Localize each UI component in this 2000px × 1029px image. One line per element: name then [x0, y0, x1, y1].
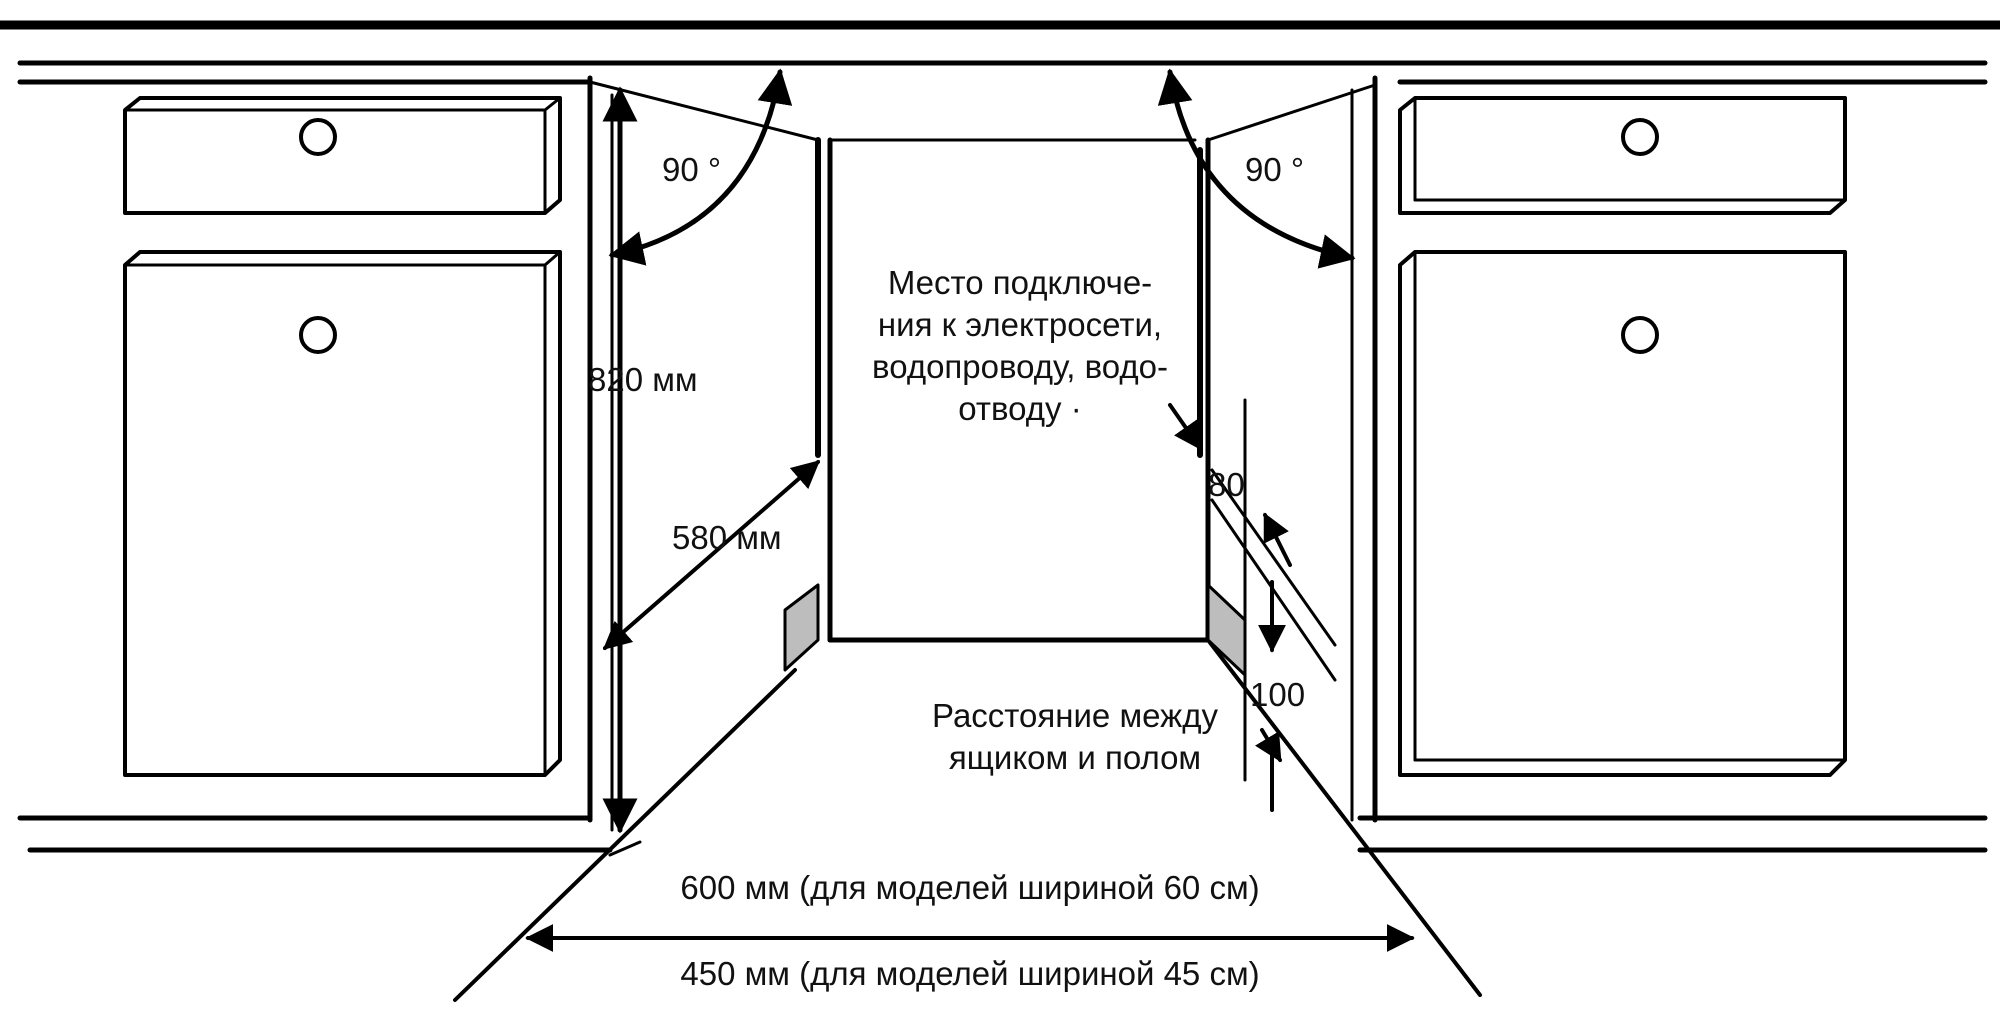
right-drawer-knob: [1621, 118, 1659, 156]
left-angle-arc: [608, 68, 793, 266]
dim-80-arrow: [1168, 403, 1202, 451]
left-door-knob: [299, 316, 337, 354]
connection-line-2: ния к электросети,: [877, 306, 1163, 343]
connection-line-1: Место подключе-: [887, 264, 1153, 301]
depth-dimension: [602, 460, 821, 650]
connection-note: Место подключе- ния к электросети, водоп…: [845, 262, 1195, 430]
connection-line-3: водопроводу, водо-: [872, 348, 1168, 385]
height-label: 820 мм: [588, 361, 698, 398]
depth-label: 580 мм: [672, 519, 782, 556]
angle-label-right: 90 °: [1245, 151, 1305, 188]
right-cabinet: [1350, 75, 1847, 823]
right-angle-arc: [1157, 68, 1356, 269]
niche: [453, 80, 1482, 1002]
angle-label-left: 90 °: [662, 151, 722, 188]
distance-line-1: Расстояние между: [932, 697, 1218, 734]
left-cabinet: [123, 75, 614, 832]
width-450-label: 450 мм (для моделей шириной 45 см): [680, 955, 1260, 992]
dim-80-label: 80: [1208, 466, 1245, 503]
connection-line-4: отводу ·: [958, 390, 1082, 427]
distance-note: Расстояние между ящиком и полом: [895, 695, 1255, 779]
left-drawer-knob: [299, 118, 337, 156]
width-600-label: 600 мм (для моделей шириной 60 см): [680, 869, 1260, 906]
dim-100-label: 100: [1250, 676, 1306, 713]
distance-line-2: ящиком и полом: [948, 739, 1202, 776]
right-door-knob: [1621, 316, 1659, 354]
